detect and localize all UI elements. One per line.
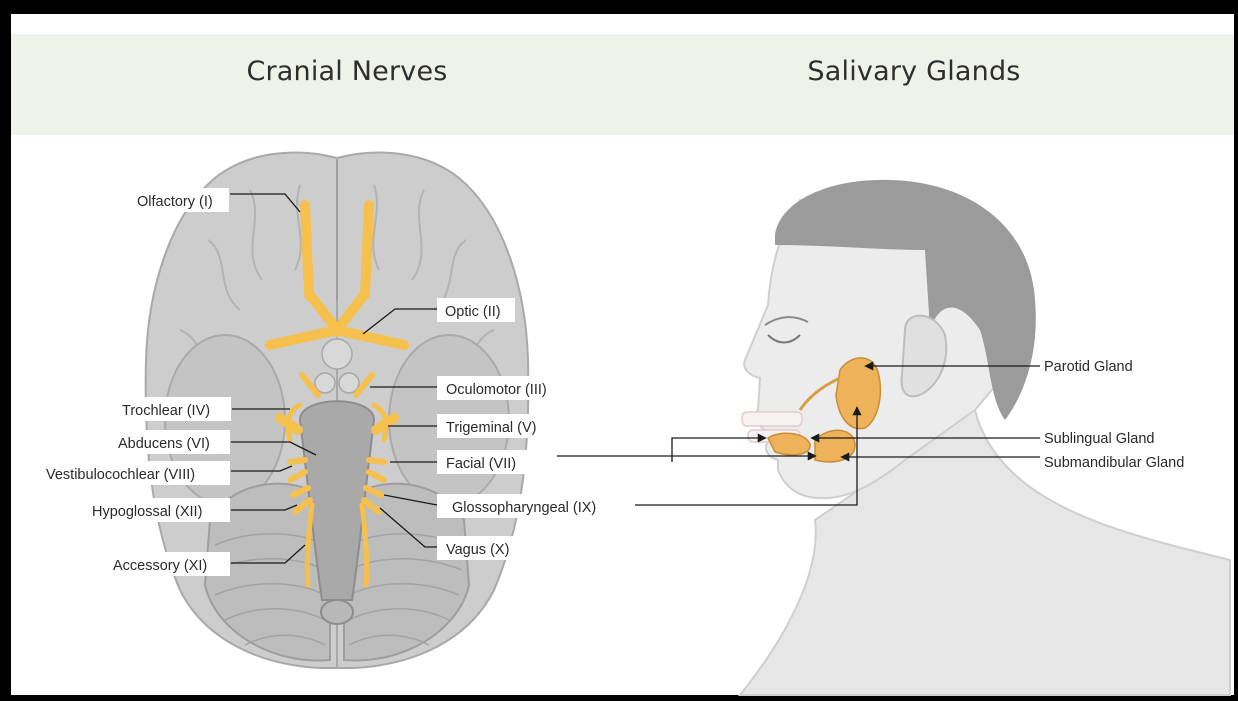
- olfactory-label: Olfactory (I): [137, 194, 213, 210]
- glossopharyngeal-label: Glossopharyngeal (IX): [452, 500, 596, 516]
- facial-label: Facial (VII): [446, 456, 516, 472]
- submandibular-gland-label: Submandibular Gland: [1044, 455, 1184, 471]
- accessory-label: Accessory (XI): [113, 558, 207, 574]
- vestibulocochlear-label: Vestibulocochlear (VIII): [46, 467, 195, 483]
- sublingual-gland-shape: [768, 433, 810, 455]
- sublingual-gland-label: Sublingual Gland: [1044, 431, 1154, 447]
- trigeminal-label: Trigeminal (V): [446, 420, 537, 436]
- parotid-gland-label: Parotid Gland: [1044, 359, 1133, 375]
- trochlear-label: Trochlear (IV): [122, 403, 210, 419]
- optic-label: Optic (II): [445, 304, 501, 320]
- parotid-gland-shape: [836, 358, 880, 429]
- vagus-label: Vagus (X): [446, 542, 509, 558]
- oculomotor-label: Oculomotor (III): [446, 382, 547, 398]
- hypoglossal-label: Hypoglossal (XII): [92, 504, 202, 520]
- abducens-label: Abducens (VI): [118, 436, 210, 452]
